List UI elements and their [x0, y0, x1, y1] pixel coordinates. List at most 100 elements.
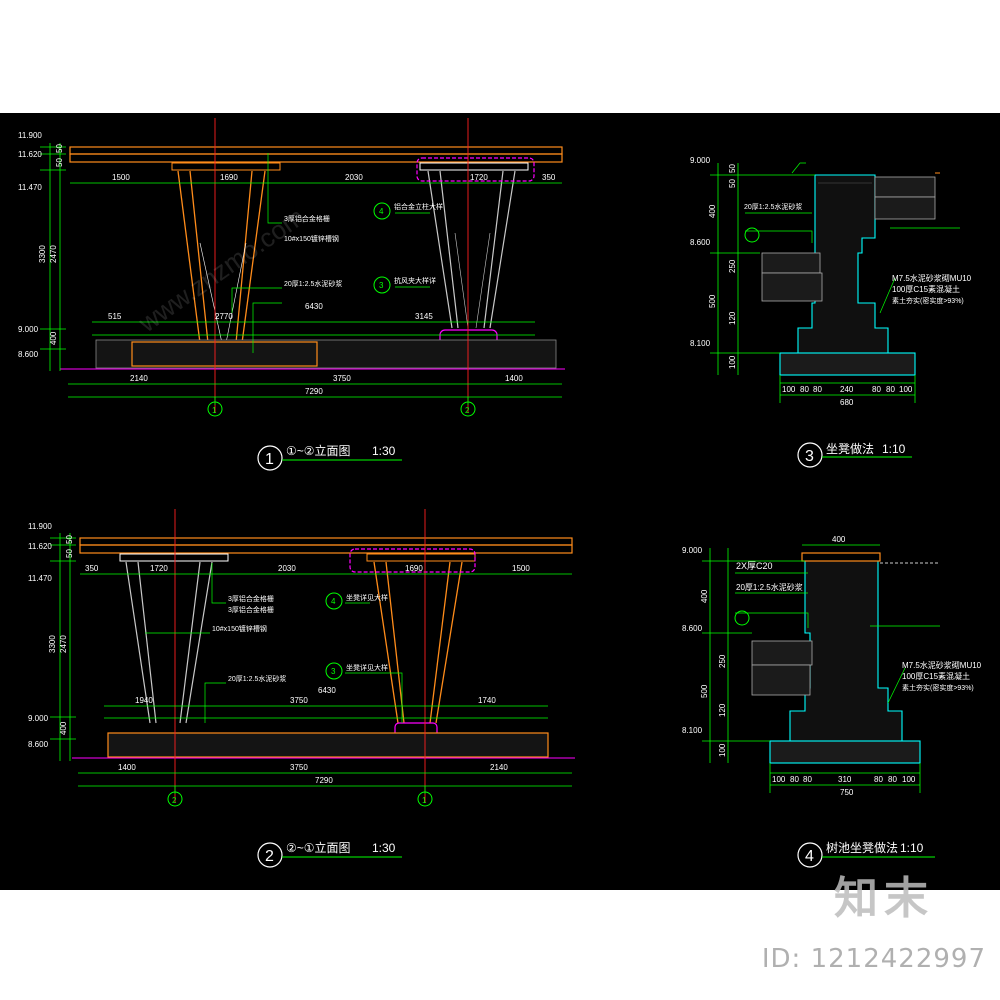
level-label: 8.100	[682, 726, 703, 735]
dim-label: 2030	[345, 173, 363, 182]
vdim-label: 2470	[59, 635, 68, 653]
level-label: 11.470	[18, 183, 42, 192]
vdim-label: 50	[65, 535, 74, 544]
dim-label: 1720	[470, 173, 488, 182]
vdim-label: 50	[55, 158, 64, 167]
dim-label: 3750	[290, 696, 308, 705]
level-label: 8.600	[690, 238, 711, 247]
view-number-circle	[797, 842, 823, 868]
view-number: 1	[265, 451, 274, 468]
note: 素土夯实(密实度>93%)	[892, 296, 964, 305]
dim-total: 680	[840, 398, 854, 407]
axis-bubble	[167, 791, 183, 807]
axis-label: 2	[172, 796, 177, 805]
level-label: 9.000	[28, 714, 49, 723]
beam	[171, 162, 281, 171]
view-scale: 1:10	[900, 841, 924, 855]
dim-label: 80	[888, 775, 897, 784]
vdim-label: 100	[728, 355, 737, 369]
level-label: 8.600	[18, 350, 39, 359]
roof-slab	[79, 544, 573, 554]
paving-layer	[874, 196, 936, 220]
seat-board	[131, 341, 318, 367]
dim-label: 350	[85, 564, 99, 573]
dim-label: 80	[803, 775, 812, 784]
level-label: 9.000	[682, 546, 703, 555]
roof-slab	[79, 537, 573, 546]
dim-label: 515	[108, 312, 122, 321]
note: 坐凳详见大样	[346, 593, 388, 602]
dim-label: 1400	[118, 763, 136, 772]
watermark-logo: 知末	[834, 873, 934, 924]
note: 10#x150镀锌槽钢	[212, 624, 267, 633]
dim-label: 80	[874, 775, 883, 784]
dim-label: 80	[790, 775, 799, 784]
view-scale: 1:30	[372, 444, 396, 458]
beam	[419, 162, 529, 171]
axis-bubble	[460, 401, 476, 417]
seat-section-outline	[797, 174, 889, 354]
vdim-label: 120	[718, 703, 727, 717]
vdim-label: 3300	[38, 245, 47, 263]
column-right	[427, 170, 516, 329]
detail-callout	[734, 610, 750, 626]
beam	[366, 553, 476, 562]
seat-base	[107, 732, 549, 758]
dim-label: 80	[800, 385, 809, 394]
beam	[119, 553, 229, 562]
dim-label: 100	[899, 385, 913, 394]
level-label: 11.470	[28, 574, 52, 583]
note: 20厚1:2.5水泥砂浆	[284, 279, 342, 288]
roof-slab	[69, 153, 563, 163]
paving-layer	[761, 272, 823, 302]
axis-label: 2	[465, 406, 470, 415]
axis-label: 1	[422, 796, 427, 805]
dim-label: 80	[813, 385, 822, 394]
section-view-4	[702, 544, 940, 868]
dim-label: 6430	[318, 686, 336, 695]
roof-slab	[69, 146, 563, 155]
dim-label: 3145	[415, 312, 433, 321]
note: M7.5水泥砂浆砌MU10	[892, 273, 972, 283]
view-number: 2	[265, 848, 274, 865]
highlight-box	[416, 157, 535, 182]
note: 10#x150镀锌槽钢	[284, 234, 339, 243]
callout-label: 3	[379, 281, 384, 290]
vdim-label: 400	[59, 721, 68, 735]
column-left	[125, 561, 213, 724]
level-label: 8.600	[28, 740, 49, 749]
column-right	[373, 561, 463, 724]
vdim-label: 50	[728, 164, 737, 173]
note: 100厚C15素混凝土	[902, 671, 970, 681]
vdim-label: 50	[728, 179, 737, 188]
dim-label: 310	[838, 775, 852, 784]
note: 抗风夹大样详	[394, 276, 436, 285]
view-title: 树池坐凳做法	[826, 840, 898, 855]
dim-label: 240	[840, 385, 854, 394]
view-scale: 1:30	[372, 841, 396, 855]
vdim-label: 50	[65, 549, 74, 558]
callout-label: 3	[331, 667, 336, 676]
paving-layer	[751, 664, 811, 696]
view-number-circle	[257, 445, 283, 471]
level-label: 9.000	[18, 325, 39, 334]
dim-label: 2770	[215, 312, 233, 321]
vdim-label: 3300	[48, 635, 57, 653]
note: 3厚铝合金格栅	[228, 605, 274, 614]
note: 铝合金立柱大样	[394, 202, 443, 211]
note: 20厚1:2.5水泥砂浆	[736, 582, 803, 592]
view-title: ①~②立面图	[286, 443, 351, 458]
dim-label: 2030	[278, 564, 296, 573]
view-number: 4	[805, 848, 814, 865]
level-label: 11.900	[18, 131, 42, 140]
note: 2X厚C20	[736, 561, 773, 571]
detail-callout	[373, 276, 391, 294]
level-label: 11.900	[28, 522, 52, 531]
vdim-label: 400	[700, 589, 709, 603]
seat-base	[95, 339, 557, 369]
view-title: ②~①立面图	[286, 840, 351, 855]
dim-label: 80	[872, 385, 881, 394]
dim-label: 100	[902, 775, 916, 784]
axis-bubble	[417, 791, 433, 807]
note: 20厚1:2.5水泥砂浆	[744, 202, 802, 211]
